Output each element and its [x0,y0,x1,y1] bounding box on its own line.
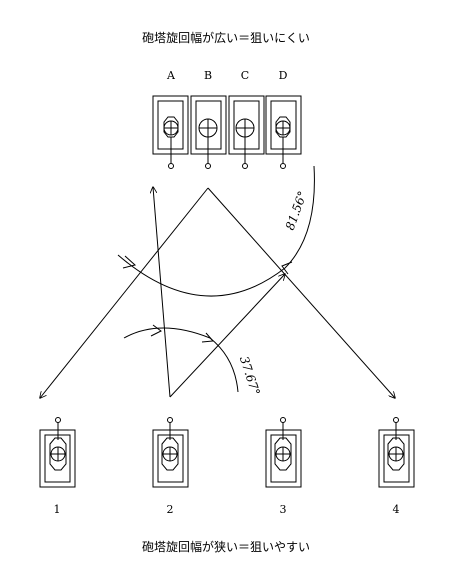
narrow-angle-sweep-arc [123,327,239,393]
top-label-a: A [166,69,176,82]
bottom-label-1: 1 [54,503,61,516]
wide-arc-arrowhead-right [281,261,293,275]
tank-4 [378,417,415,488]
wide-angle-sweep-arc [117,165,315,297]
wide-arc-right-ray [207,187,395,398]
top-title: 砲塔旋回幅が広い＝狙いにくい [142,30,310,45]
tank-2 [152,417,189,488]
bottom-label-4: 4 [393,503,400,516]
narrow-arc-right-ray [169,274,285,398]
tank-3 [265,417,302,488]
narrow-arc-arrowhead-right [201,332,215,343]
tank-b [190,95,227,169]
bottom-label-2: 2 [167,503,174,516]
narrow-arc-left-ray [153,187,171,398]
wide-arc-left-ray [40,187,209,398]
bottom-title: 砲塔旋回幅が狭い＝狙いやすい [142,539,310,554]
tank-d [265,95,302,169]
tank-a [152,95,189,169]
wide-arc-arrowhead-left [122,255,137,269]
tank-1 [39,417,76,488]
top-label-c: C [241,69,249,82]
top-label-b: B [204,69,212,82]
narrow-arc-arrowhead-left [150,324,162,337]
angle-wide-label: 81.56° [283,189,310,232]
tank-c [228,95,265,169]
angle-narrow-label: 37.67° [237,354,263,397]
bottom-label-3: 3 [280,503,287,516]
top-label-d: D [279,69,288,82]
